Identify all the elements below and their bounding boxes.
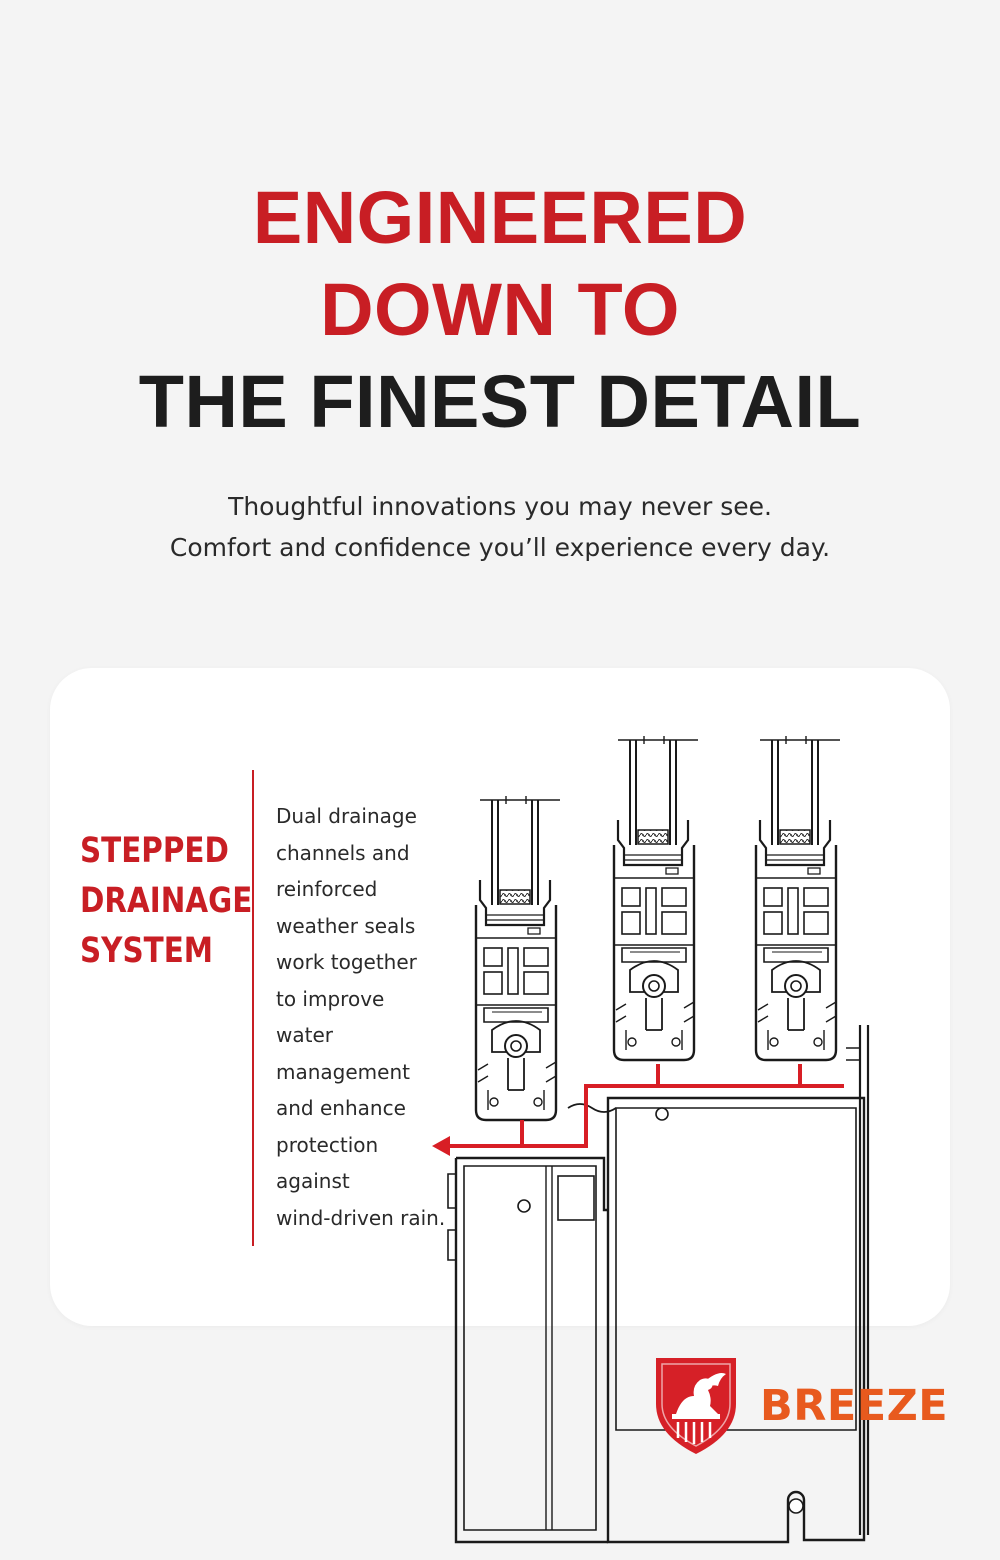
- headline-line-1: ENGINEERED: [252, 176, 748, 259]
- description-line: work together: [276, 950, 417, 974]
- description-line: to improve: [276, 986, 385, 1011]
- feature-divider: [252, 770, 254, 1246]
- headline-line-3: THE FINEST DETAIL: [138, 360, 862, 443]
- description-line: reinforced: [276, 877, 378, 901]
- description-line: channels and: [276, 840, 410, 865]
- description-line: water: [276, 1023, 333, 1047]
- description-line: protection: [276, 1132, 379, 1157]
- headline-line-2: DOWN TO: [320, 268, 680, 351]
- subheadline: Thoughtful innovations you may never see…: [0, 486, 1000, 568]
- feature-title-line: STEPPED: [80, 831, 229, 871]
- brand-name: BREEZE: [760, 1381, 949, 1431]
- subheadline-line-2: Comfort and confidence you’ll experience…: [169, 533, 831, 562]
- lion-shield-icon: [656, 1358, 736, 1454]
- headline: ENGINEERED DOWN TO THE FINEST DETAIL: [0, 172, 1000, 448]
- feature-title-line: DRAINAGE: [80, 881, 253, 921]
- description-line: Dual drainage: [276, 804, 417, 828]
- feature-title-line: SYSTEM: [80, 931, 214, 971]
- description-line: management: [276, 1059, 410, 1084]
- description-line: against: [276, 1169, 350, 1193]
- description-line: wind-driven rain.: [276, 1205, 446, 1230]
- subheadline-line-1: Thoughtful innovations you may never see…: [228, 492, 772, 521]
- feature-description: Dual drainage channels and reinforced we…: [276, 798, 451, 1236]
- description-line: weather seals: [276, 913, 416, 938]
- description-line: and enhance: [276, 1096, 406, 1120]
- feature-title: STEPPED DRAINAGE SYSTEM: [80, 826, 252, 976]
